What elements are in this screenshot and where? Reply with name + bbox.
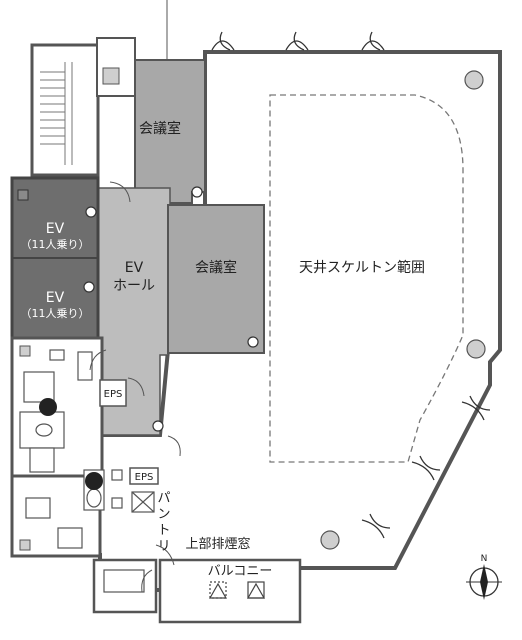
ev-hall-label-2: ホール — [113, 278, 155, 294]
eps-1-box — [99, 379, 127, 407]
meeting-room-2 — [167, 204, 265, 354]
elevator-1-capacity: （11人乗り） — [21, 238, 90, 251]
balcony — [158, 558, 302, 624]
eps-2-box — [129, 467, 159, 485]
elevator-1-label: EV — [46, 221, 65, 237]
elevator-2-label: EV — [46, 290, 65, 306]
column-wc — [19, 345, 31, 357]
pantry-sink — [131, 491, 155, 513]
meeting-room-2-label: 会議室 — [195, 259, 237, 276]
ev-hall-label-1: EV — [125, 260, 144, 276]
elevator-2-capacity: （11人乗り） — [21, 307, 90, 320]
compass-icon: N — [466, 554, 502, 600]
skeleton-ceiling-label: 天井スケルトン範囲 — [299, 259, 425, 276]
eps-1-label: EPS — [104, 389, 123, 400]
column — [102, 67, 120, 85]
round-columns — [320, 70, 486, 550]
window-symbols — [211, 31, 491, 539]
balcony-symbols — [208, 581, 266, 599]
shaft — [96, 37, 136, 97]
sensor-markers — [83, 186, 259, 432]
balcony-unit — [103, 569, 145, 593]
pantry-label-3: ト — [157, 523, 170, 538]
restroom-icon — [39, 398, 103, 490]
balcony-label: バルコニー — [208, 564, 273, 579]
pantry-label-1: パ — [157, 491, 170, 506]
skeleton-ceiling-area — [269, 94, 464, 463]
column-ev — [17, 189, 29, 201]
pantry-label-4: リ — [157, 539, 170, 554]
column-wc2 — [19, 539, 31, 551]
meeting-room-1-label: 会議室 — [139, 120, 181, 137]
pantry-label-2: ン — [157, 507, 170, 522]
door-swings — [89, 181, 181, 593]
upper-smoke-window-label: 上部排煙窓 — [185, 536, 250, 552]
eps-2-label: EPS — [135, 472, 154, 483]
stair-treads — [40, 62, 73, 165]
compass-north-label: N — [481, 554, 488, 564]
